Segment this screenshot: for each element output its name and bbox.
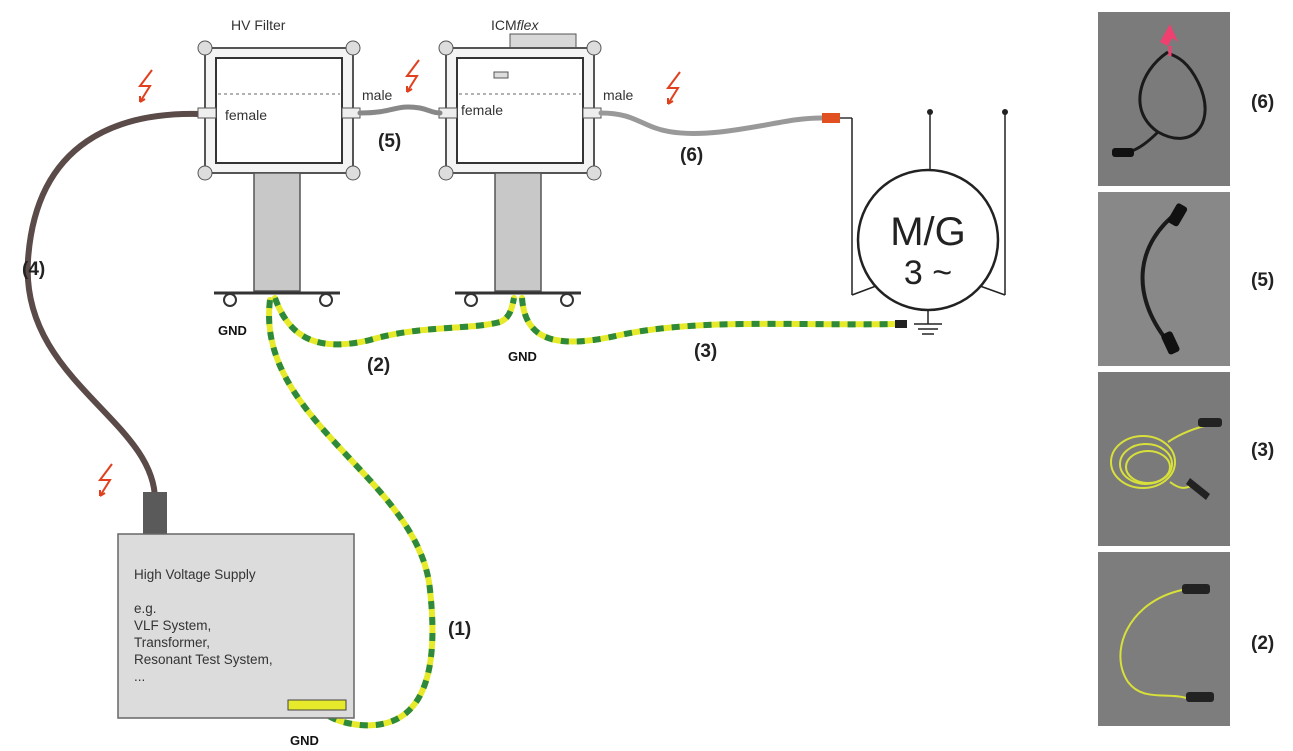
- mg-phase-label: 3 ~: [903, 254, 953, 292]
- mg-label: M/G: [890, 210, 966, 254]
- photo-cable-6: [1098, 12, 1230, 186]
- icm-gnd-label: GND: [508, 349, 537, 364]
- cable-6: [598, 110, 825, 136]
- icmflex-title-prefix: ICM: [491, 17, 517, 33]
- cable-label-3: (3): [694, 341, 718, 362]
- supply-line: VLF System,: [134, 618, 212, 633]
- supply-gnd-label: GND: [290, 733, 319, 748]
- icmflex-title: ICMflex: [491, 18, 538, 32]
- photo-cable-3: [1098, 372, 1230, 546]
- icm-male-label: male: [603, 87, 634, 103]
- cable-1-ground: [266, 297, 436, 729]
- hv-filter-title: HV Filter: [231, 17, 286, 33]
- supply-description: High Voltage Supply e.g. VLF System, Tra…: [134, 566, 273, 685]
- cable-5: [357, 104, 443, 116]
- high-voltage-supply: [117, 492, 355, 719]
- icm-female-label: female: [461, 102, 504, 118]
- cable-6-clamp: [822, 113, 840, 123]
- photo-label-5: (5): [1251, 270, 1275, 291]
- cable-2-ground: [272, 295, 517, 348]
- supply-title: High Voltage Supply: [134, 567, 256, 582]
- photo-label-2: (2): [1251, 633, 1275, 654]
- cable-label-6: (6): [680, 145, 704, 166]
- icmflex-title-suffix: flex: [516, 17, 539, 33]
- filter-male-label: male: [362, 87, 393, 103]
- lightning-icon: [405, 59, 420, 93]
- cable-3-ground: [519, 295, 907, 345]
- motor-generator: [851, 109, 1008, 335]
- supply-gnd-terminal: [287, 699, 347, 711]
- supply-line: ...: [134, 669, 146, 684]
- supply-line: e.g.: [134, 601, 157, 616]
- lightning-icons: [98, 59, 681, 497]
- supply-line: Transformer,: [134, 635, 211, 650]
- icmflex-cart: [438, 33, 602, 307]
- cable-label-5: (5): [378, 131, 402, 152]
- filter-female-label: female: [225, 107, 268, 123]
- cable-label-1: (1): [448, 619, 472, 640]
- lightning-icon: [98, 463, 113, 497]
- photo-cable-5: [1098, 192, 1230, 366]
- cable-label-2: (2): [367, 355, 391, 376]
- photo-cable-2: [1098, 552, 1230, 726]
- hv-filter-cart: [197, 40, 361, 307]
- lightning-icon: [138, 69, 153, 103]
- cable-label-4: (4): [22, 259, 46, 280]
- lightning-icon: [666, 71, 681, 105]
- cable-4-hv: [24, 110, 203, 503]
- supply-line: Resonant Test System,: [134, 652, 273, 667]
- photo-label-3: (3): [1251, 440, 1275, 461]
- photo-label-6: (6): [1251, 92, 1275, 113]
- filter-gnd-label: GND: [218, 323, 247, 338]
